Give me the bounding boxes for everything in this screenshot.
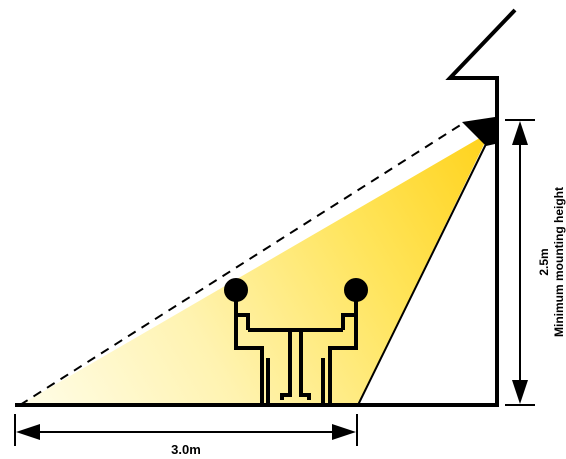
table-icon (248, 328, 343, 400)
width-label: 3.0m (171, 442, 201, 457)
height-dimension (505, 119, 535, 406)
person-icon (321, 278, 368, 405)
light-beam (20, 132, 490, 405)
wall-light-icon (462, 117, 495, 146)
height-caption: Minimum mounting height (552, 187, 566, 337)
roof-icon (445, 8, 517, 407)
beam-dashed-edge (19, 123, 463, 406)
person-icon (224, 278, 270, 405)
width-dimension (14, 414, 358, 446)
beam-solid-edge (357, 139, 489, 406)
height-label: 2.5m (537, 248, 551, 275)
